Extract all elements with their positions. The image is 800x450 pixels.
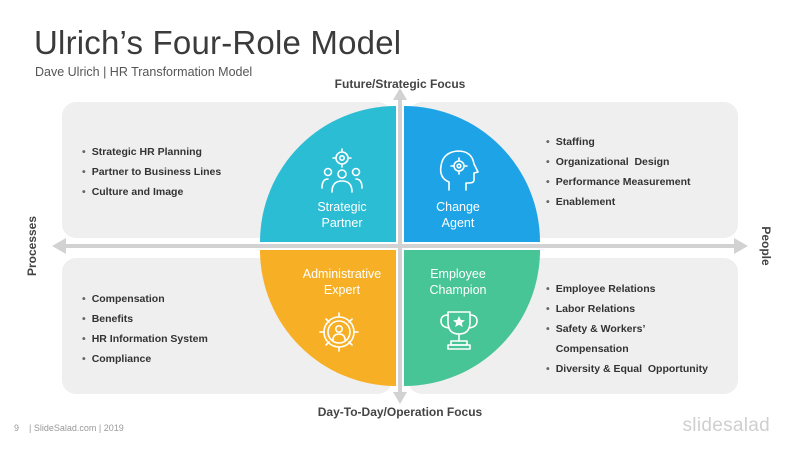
head-gear-icon (439, 150, 479, 191)
list-item: •Labor Relations (546, 303, 636, 315)
axis-label-bottom: Day-To-Day/Operation Focus (317, 405, 483, 419)
page-number: 9 (14, 423, 20, 433)
slidesalad-logo: slidesalad (682, 415, 770, 436)
quadrant-label-line: Agent (441, 216, 475, 230)
list-item: •Staffing (546, 136, 595, 148)
slide-title: Ulrich’s Four-Role Model (34, 24, 402, 61)
list-item: •Compensation (82, 293, 165, 305)
bottom-arrow-head (393, 392, 407, 404)
list-administrative-expert: •Compensation •Benefits •HR Information … (82, 289, 208, 369)
quadrant-label-employee-champion: Employee Champion (403, 266, 513, 298)
quadrant-label-administrative-expert: Administrative Expert (287, 266, 397, 298)
list-item: •Employee Relations (546, 283, 656, 295)
right-arrow-head (734, 238, 748, 254)
axis-label-top: Future/Strategic Focus (334, 77, 466, 91)
quadrant-label-line: Partner (321, 216, 363, 230)
slide-footer: 9 | SlideSalad.com | 2019 (14, 423, 124, 433)
list-strategic-partner: •Strategic HR Planning •Partner to Busin… (82, 142, 221, 202)
list-item: •Compensation (555, 343, 629, 355)
quadrant-change-agent (404, 106, 540, 242)
list-item: •Performance Measurement (546, 176, 691, 188)
quadrant-administrative-expert (260, 250, 396, 386)
axis-label-right: People (759, 226, 773, 266)
list-item: •Benefits (82, 313, 134, 325)
gear-person-icon (319, 312, 359, 352)
quadrant-label-strategic-partner: Strategic Partner (287, 199, 397, 231)
quadrant-label-line: Champion (429, 283, 487, 297)
list-item: •Culture and Image (82, 186, 184, 198)
gears-person-icon (321, 148, 363, 193)
list-item: •HR Information System (82, 333, 208, 345)
top-arrow-head (393, 88, 407, 100)
list-item: •Safety & Workers’ (546, 323, 646, 335)
list-item: •Enablement (546, 196, 616, 208)
list-employee-champion: •Employee Relations •Labor Relations •Sa… (546, 279, 708, 379)
quadrant-label-line: Administrative (302, 267, 382, 281)
list-change-agent: •Staffing •Organizational Design •Perfor… (546, 132, 691, 212)
list-item: •Compliance (82, 353, 152, 365)
list-item: •Diversity & Equal Opportunity (546, 363, 708, 375)
list-item: •Partner to Business Lines (82, 166, 222, 178)
list-item: •Strategic HR Planning (82, 146, 202, 158)
quadrant-label-line: Strategic (317, 200, 367, 214)
list-item: •Organizational Design (546, 156, 670, 168)
axis-label-left: Processes (25, 215, 39, 277)
quadrant-label-change-agent: Change Agent (403, 199, 513, 231)
footer-text: | SlideSalad.com | 2019 (29, 423, 124, 433)
quadrant-label-line: Expert (323, 283, 361, 297)
quadrant-label-line: Change (436, 200, 480, 214)
quadrant-label-line: Employee (430, 267, 486, 281)
slide-subtitle: Dave Ulrich | HR Transformation Model (35, 65, 253, 79)
quadrant-strategic-partner (260, 106, 396, 242)
trophy-icon (440, 311, 478, 350)
quadrant-employee-champion (404, 250, 540, 386)
left-arrow-head (52, 238, 66, 254)
